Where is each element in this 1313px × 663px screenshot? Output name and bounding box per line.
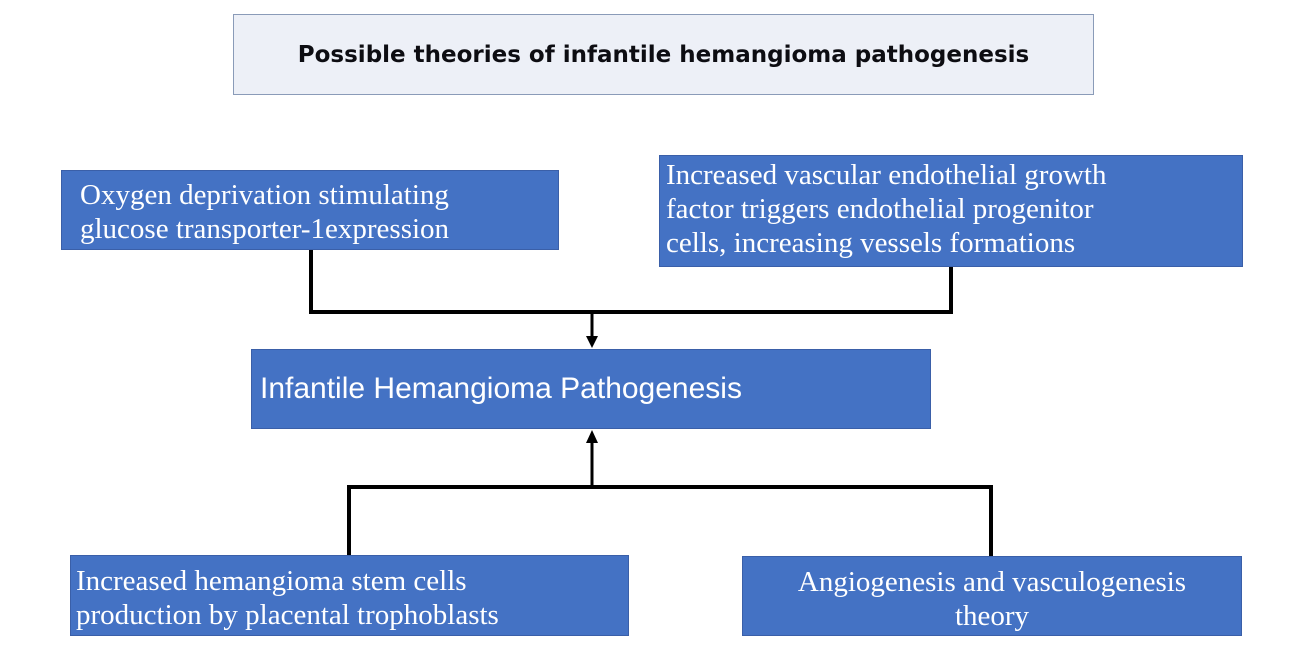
central-box-pathogenesis: Infantile Hemangioma Pathogenesis — [251, 349, 931, 429]
diagram-title: Possible theories of infantile hemangiom… — [297, 41, 1030, 68]
theory-text: Angiogenesis and vasculogenesis — [797, 566, 1187, 598]
theory-box-stem-cells: Increased hemangioma stem cells producti… — [70, 555, 629, 636]
theory-text: Increased vascular endothelial growth — [666, 159, 1107, 191]
theory-text: factor triggers endothelial progenitor — [666, 193, 1094, 225]
theory-text: Oxygen deprivation stimulating — [80, 179, 449, 211]
arrowhead-bottom — [586, 430, 598, 443]
arrowhead-top — [586, 336, 598, 348]
theory-text: theory — [954, 600, 1030, 632]
theory-text: glucose transporter-1expression — [80, 213, 450, 245]
theory-box-vegf: Increased vascular endothelial growth fa… — [659, 155, 1243, 267]
theory-text: cells, increasing vessels formations — [666, 227, 1076, 259]
diagram-title-box: Possible theories of infantile hemangiom… — [233, 14, 1094, 95]
theory-text: Increased hemangioma stem cells — [76, 565, 467, 597]
central-label: Infantile Hemangioma Pathogenesis — [260, 372, 742, 405]
theory-box-oxygen-deprivation: Oxygen deprivation stimulating glucose t… — [61, 170, 559, 250]
theory-text: production by placental trophoblasts — [76, 599, 499, 631]
theory-box-angiogenesis: Angiogenesis and vasculogenesis theory — [742, 556, 1242, 636]
